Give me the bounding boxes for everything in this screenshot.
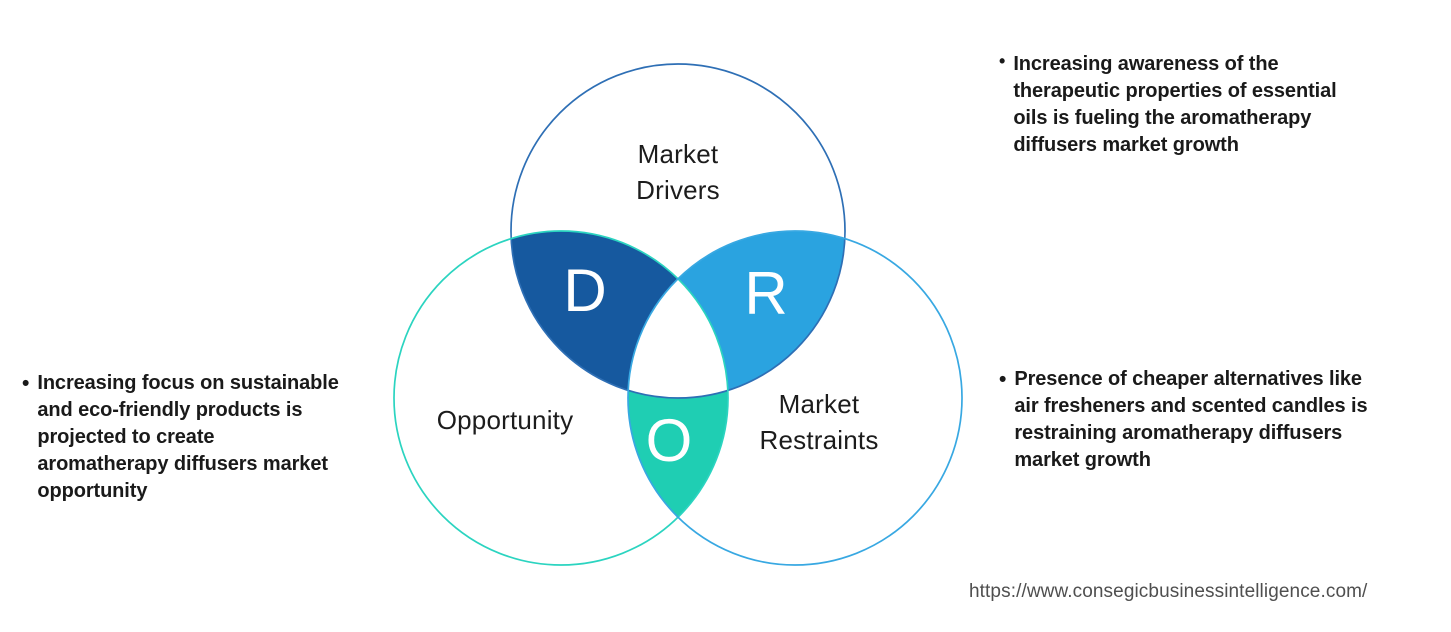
restraints-circle-label: Market Restraints — [759, 389, 879, 455]
drivers-lens-letter: D — [563, 257, 607, 324]
drivers-annotation-text: Increasing awareness of the therapeutic … — [1013, 53, 1337, 156]
drivers-circle-label: Market Drivers — [636, 139, 720, 205]
opportunity-circle-label: Opportunity — [436, 405, 574, 435]
restraints-annotation: • Presence of cheaper alternatives like … — [999, 366, 1429, 474]
restraints-circle-outline — [627, 230, 963, 566]
bullet-icon: • — [999, 51, 1006, 71]
restraints-lens-letter: R — [744, 260, 788, 327]
bullet-icon: • — [22, 372, 30, 395]
opportunity-annotation: • Increasing focus on sustainable and ec… — [22, 370, 392, 505]
drivers-circle-outline — [510, 63, 846, 399]
opportunity-annotation-text: Increasing focus on sustainable and eco-… — [37, 372, 339, 502]
opportunity-circle-outline — [393, 230, 729, 566]
drivers-annotation: • Increasing awareness of the therapeuti… — [999, 51, 1419, 159]
opportunity-lens-letter: O — [645, 407, 693, 474]
bullet-icon: • — [999, 368, 1007, 391]
restraints-lens-shape — [678, 230, 845, 391]
drivers-lens-shape — [511, 230, 678, 391]
restraints-annotation-text: Presence of cheaper alternatives like ai… — [1014, 368, 1368, 471]
source-url[interactable]: https://www.consegicbusinessintelligence… — [969, 581, 1368, 602]
